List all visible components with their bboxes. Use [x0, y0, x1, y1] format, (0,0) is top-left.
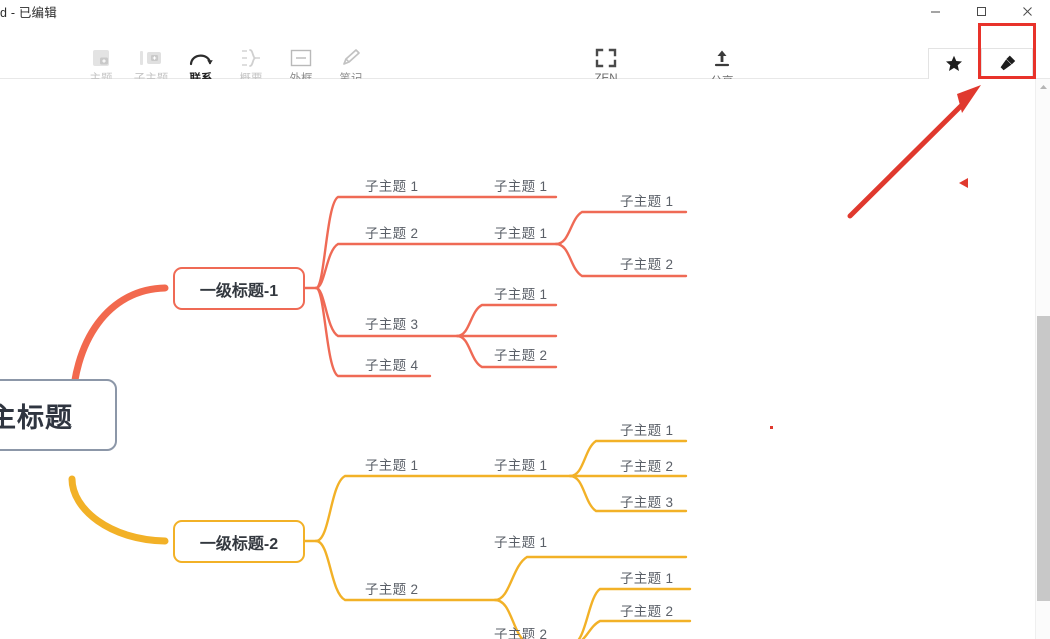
leaf-label-b2-c2[interactable]: 子主题 2: [365, 582, 419, 597]
mindmap-canvas[interactable]: 主标题 一级标题-1 一级标题-2 子主题 1 子主题 1 子主题 2 子主题 …: [0, 79, 1050, 639]
connector-branch1-c2-g1: [554, 210, 688, 246]
title-bar: d - 已编辑: [0, 0, 1050, 22]
connector-branch2-c2-g1: [493, 555, 688, 602]
connector-branch1-c2-g2: [554, 242, 688, 278]
relation-arc-icon: [188, 46, 214, 70]
connector-root-to-branch2: [68, 475, 169, 545]
note-pencil-icon: [339, 46, 363, 70]
brush-icon: [997, 51, 1017, 75]
leaf-label-b1-c1[interactable]: 子主题 1: [365, 179, 419, 194]
leaf-label-b1-c4[interactable]: 子主题 4: [365, 358, 419, 373]
connector-branch2-child2: [314, 539, 497, 602]
connector-branch1-child1: [314, 195, 558, 290]
leaf-label-b1-c2-g1-h2[interactable]: 子主题 2: [620, 257, 674, 272]
scroll-up-arrow-icon[interactable]: [1036, 79, 1050, 95]
zen-fullscreen-icon: [595, 46, 617, 70]
connector-branch1-c3-g2: [455, 334, 558, 369]
mindmap-node-branch2-label: 一级标题-2: [199, 535, 279, 553]
share-upload-icon: [711, 46, 733, 70]
mindmap-connectors: [68, 195, 692, 639]
leaf-label-b2-c1-g1-h1[interactable]: 子主题 1: [620, 423, 674, 438]
connector-branch2-child1: [314, 474, 572, 543]
summary-brace-icon: [239, 46, 263, 70]
minimize-icon[interactable]: [912, 0, 958, 22]
connector-branch1-child4: [314, 286, 432, 378]
mindmap-node-branch1-label: 一级标题-1: [199, 282, 279, 300]
mindmap-node-branch2[interactable]: 一级标题-2: [173, 520, 305, 563]
subtopic-add-icon: [138, 46, 164, 70]
mindmap-node-branch1[interactable]: 一级标题-1: [173, 267, 305, 310]
leaf-label-b2-c2-g2[interactable]: 子主题 2: [494, 627, 548, 639]
mindmap-root-node[interactable]: 主标题: [0, 379, 117, 451]
mindmap-root-label: 主标题: [0, 402, 73, 433]
leaf-label-b1-c2-g1[interactable]: 子主题 1: [494, 226, 548, 241]
star-icon: [945, 51, 963, 75]
leaf-label-b1-c3[interactable]: 子主题 3: [365, 317, 419, 332]
scrollbar-thumb[interactable]: [1037, 316, 1050, 601]
leaf-label-b2-c1-g1[interactable]: 子主题 1: [494, 458, 548, 473]
leaf-label-b2-c1-g1-h3[interactable]: 子主题 3: [620, 495, 674, 510]
connector-branch1-child2: [314, 242, 558, 290]
leaf-label-b2-c1[interactable]: 子主题 1: [365, 458, 419, 473]
leaf-label-b2-c2-g1[interactable]: 子主题 1: [494, 535, 548, 550]
leaf-label-b2-c2-g2-h1[interactable]: 子主题 1: [620, 571, 674, 586]
topic-add-icon: [90, 46, 112, 70]
leaf-label-b2-c2-g2-h2[interactable]: 子主题 2: [620, 604, 674, 619]
connector-branch2-c2-g2-h1: [577, 587, 692, 639]
leaf-label-b1-c1-g1[interactable]: 子主题 1: [494, 179, 548, 194]
window-controls: [912, 0, 1050, 22]
leaf-label-b1-c2[interactable]: 子主题 2: [365, 226, 419, 241]
leaf-label-b1-c3-g1[interactable]: 子主题 1: [494, 287, 548, 302]
boundary-rect-icon: [289, 46, 313, 70]
connector-branch1-c3-g1: [455, 303, 558, 338]
close-icon[interactable]: [1004, 0, 1050, 22]
leaf-label-b1-c3-g2[interactable]: 子主题 2: [494, 348, 548, 363]
connector-branch2-c2-g2-h2: [581, 619, 692, 639]
main-toolbar: 主题 子主题 联系: [0, 22, 1050, 98]
vertical-scrollbar[interactable]: [1035, 79, 1050, 639]
leaf-label-b1-c2-g1-h1[interactable]: 子主题 1: [620, 194, 674, 209]
connector-branch2-c1-g3: [568, 474, 688, 513]
leaf-label-b2-c1-g1-h2[interactable]: 子主题 2: [620, 459, 674, 474]
maximize-icon[interactable]: [958, 0, 1004, 22]
connector-branch2-c2-g2: [493, 598, 524, 639]
window-title: d - 已编辑: [0, 5, 57, 20]
